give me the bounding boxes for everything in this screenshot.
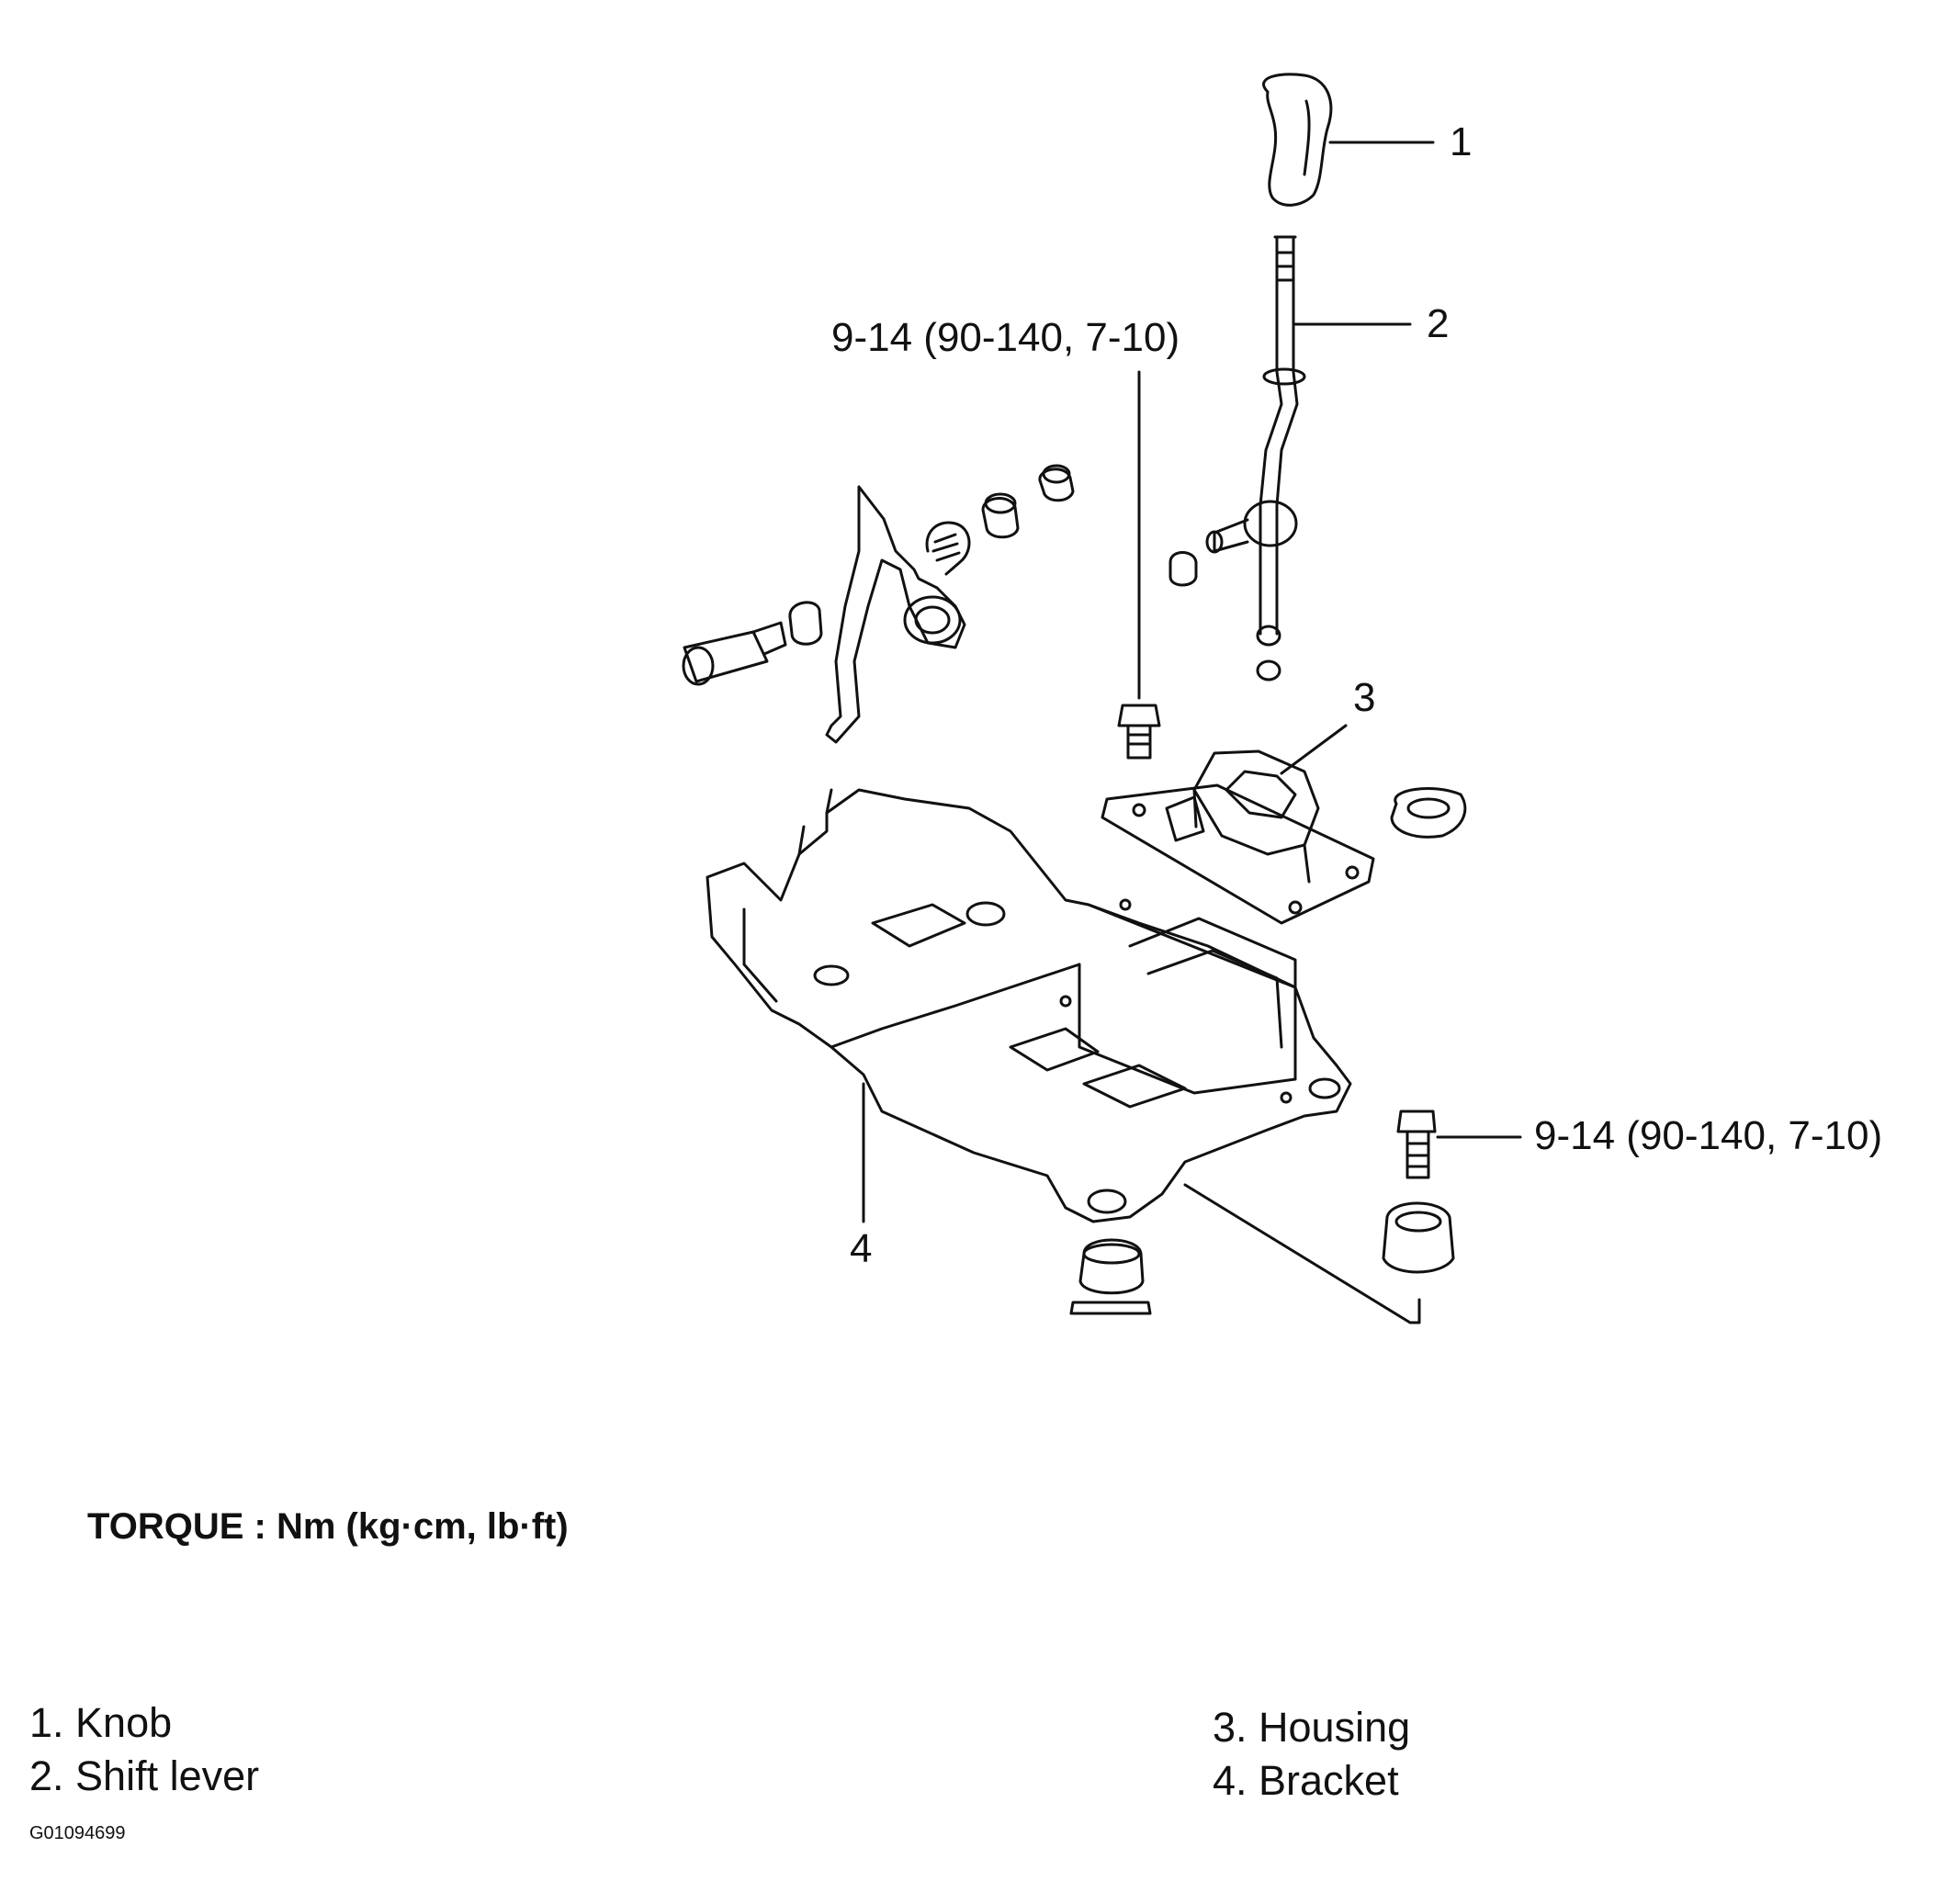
callout-2: 2 [1427, 301, 1450, 346]
lower-grommet-left [1069, 1238, 1152, 1315]
legend-item-housing: 3. Housing [1213, 1704, 1411, 1751]
shift-lever-part [1168, 235, 1306, 682]
lower-bolt [1396, 1110, 1437, 1179]
torque-spec-upper: 9-14 (90-140, 7-10) [831, 315, 1180, 360]
torque-spec-lower: 9-14 (90-140, 7-10) [1534, 1113, 1883, 1158]
callout-4: 4 [850, 1226, 873, 1271]
callout-1: 1 [1450, 119, 1473, 164]
linkage-parts [682, 464, 1075, 744]
callout-3: 3 [1353, 675, 1376, 720]
leader-line-3 [1280, 724, 1348, 775]
lower-grommet-right [1382, 1201, 1455, 1274]
housing-part [1101, 749, 1467, 925]
bracket-part [706, 788, 1352, 1223]
leader-line-grommets [1183, 1183, 1421, 1324]
legend-item-shift-lever: 2. Shift lever [29, 1752, 260, 1799]
legend-item-bracket: 4. Bracket [1213, 1757, 1399, 1804]
knob-part [1262, 73, 1333, 207]
upper-bolt [1117, 370, 1161, 760]
figure-id: G01094699 [29, 1823, 126, 1843]
legend-item-knob: 1. Knob [29, 1699, 173, 1746]
torque-units-heading: TORQUE : Nm (kg·cm, lb·ft) [87, 1506, 569, 1547]
